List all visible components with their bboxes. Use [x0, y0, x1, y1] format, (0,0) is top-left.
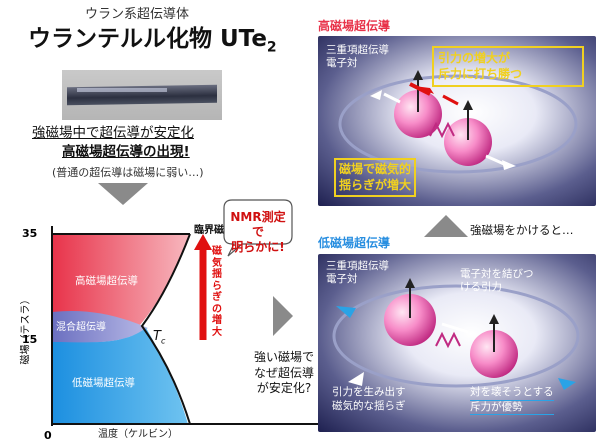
material-title: ウランテルル化物 UTe2 [28, 28, 277, 55]
repel-arrow-right [558, 378, 576, 390]
bot-pair-line1: 三重項超伝導 [326, 260, 389, 272]
top-highlight-box: 引力の増大が 斥力に打ち勝つ [432, 46, 584, 88]
region-mixed-label: 混合超伝導 [56, 322, 106, 333]
bot-repel-label: 対を壊そうとする 斥力が優勢 [470, 386, 554, 416]
nmr-bubble-text: NMR測定で 明らかに! [226, 210, 290, 255]
bot-bind-line2: ける引力 [460, 281, 502, 294]
top-bottom-line1: 磁場で磁気的 [339, 162, 412, 176]
bot-fluct-line1: 引力を生み出す [332, 386, 406, 398]
y-tick-15: 15 [22, 333, 38, 346]
crystal-sample-photo [62, 70, 222, 120]
critical-field-label: 臨界磁場 [194, 225, 234, 236]
top-box-line1: 引力の増大が [438, 51, 511, 65]
statement-emergence: 高磁場超伝導の出現! [62, 144, 190, 160]
orbit-ellipse-low [332, 284, 580, 388]
top-pair-line1: 三重項超伝導 [326, 44, 389, 56]
top-bottom-line2: 揺らぎが増大 [339, 177, 412, 192]
fluctuation-label: 磁気揺らぎの増大 [212, 246, 222, 338]
question-text: 強い磁場で なぜ超伝導 が安定化? [244, 350, 324, 397]
bot-bind-label: 電子対を結びつ ける引力 [460, 268, 534, 294]
question-line3: が安定化? [256, 381, 312, 396]
crystal-shine [77, 88, 167, 92]
bot-repel-line2: 斥力が優勢 [470, 400, 523, 413]
repel-arrow-left [336, 306, 356, 318]
x-axis-label: 温度（ケルビン） [98, 429, 178, 440]
nmr-bubble-shape [223, 199, 293, 257]
region-high-label: 高磁場超伝導 [75, 275, 138, 287]
electron-right [444, 118, 492, 166]
fluctuation-wave [429, 121, 455, 139]
fluctuation-arrow-head [194, 234, 212, 250]
bot-fluct-label: 引力を生み出す 磁気的な揺らぎ [332, 386, 406, 413]
electron-right-low [470, 330, 518, 378]
x-origin-label: 0 [44, 429, 52, 442]
fluctuation-wave-low [435, 331, 461, 349]
top-box-line2: 斥力に打ち勝つ [438, 66, 523, 81]
electron-left-low [384, 294, 436, 346]
phase-diagram [51, 226, 320, 426]
bot-bind-line1: 電子対を結びつ [460, 268, 534, 280]
statement-stabilized: 強磁場中で超伝導が安定化 [32, 125, 194, 141]
bot-pair-line2: 電子対 [326, 273, 358, 286]
y-tick-35: 35 [22, 227, 38, 240]
bot-pair-label: 三重項超伝導 電子対 [326, 260, 389, 286]
tc-subscript: c [160, 336, 166, 346]
high-field-panel: 三重項超伝導 電子対 引力の増大が 斥力に打ち勝つ 磁場で磁気的 揺らぎが増大 [318, 36, 596, 206]
high-field-illustration [338, 70, 578, 174]
top-bottom-highlight: 磁場で磁気的 揺らぎが増大 [334, 158, 417, 198]
y-axis-label: 磁場（テスラ） [20, 294, 32, 365]
nmr-bubble-line1: NMR測定で [230, 210, 286, 239]
tc-symbol: T [153, 329, 161, 344]
middle-explanation: 強磁場をかけると… [470, 223, 574, 237]
electron-left [394, 90, 442, 138]
orbit-ellipse [338, 74, 578, 174]
tc-label: Tc [153, 330, 165, 346]
right-arrow-icon [273, 296, 293, 336]
down-arrow-icon [98, 183, 148, 205]
up-arrow-icon [424, 215, 468, 237]
top-pair-label: 三重項超伝導 電子対 [326, 44, 389, 70]
top-panel-label: 高磁場超伝導 [318, 19, 391, 33]
mixed-region [52, 310, 148, 343]
region-low-label: 低磁場超伝導 [72, 377, 135, 389]
critical-field-line [140, 233, 191, 425]
low-field-panel: 三重項超伝導 電子対 電子対を結びつ ける引力 引力を生み出す 磁気的な揺らぎ … [318, 254, 596, 432]
high-field-region [52, 234, 190, 325]
bot-repel-line1: 対を壊そうとする [470, 386, 554, 401]
top-pair-line2: 電子対 [326, 57, 358, 70]
bottom-panel-label: 低磁場超伝導 [318, 236, 391, 250]
question-line1: 強い磁場で [253, 350, 314, 364]
low-field-region [52, 328, 188, 424]
low-field-illustration [332, 278, 580, 390]
statement-note: (普通の超伝導は磁場に弱い…) [52, 166, 204, 179]
nmr-bubble-line2: 明らかに! [231, 240, 285, 254]
question-line2: なぜ超伝導 [253, 365, 314, 380]
material-title-subscript: 2 [266, 39, 277, 56]
bot-fluct-line2: 磁気的な揺らぎ [332, 399, 406, 412]
material-subtitle: ウラン系超伝導体 [85, 7, 190, 22]
material-title-main: ウランテルル化物 UTe [28, 26, 267, 52]
